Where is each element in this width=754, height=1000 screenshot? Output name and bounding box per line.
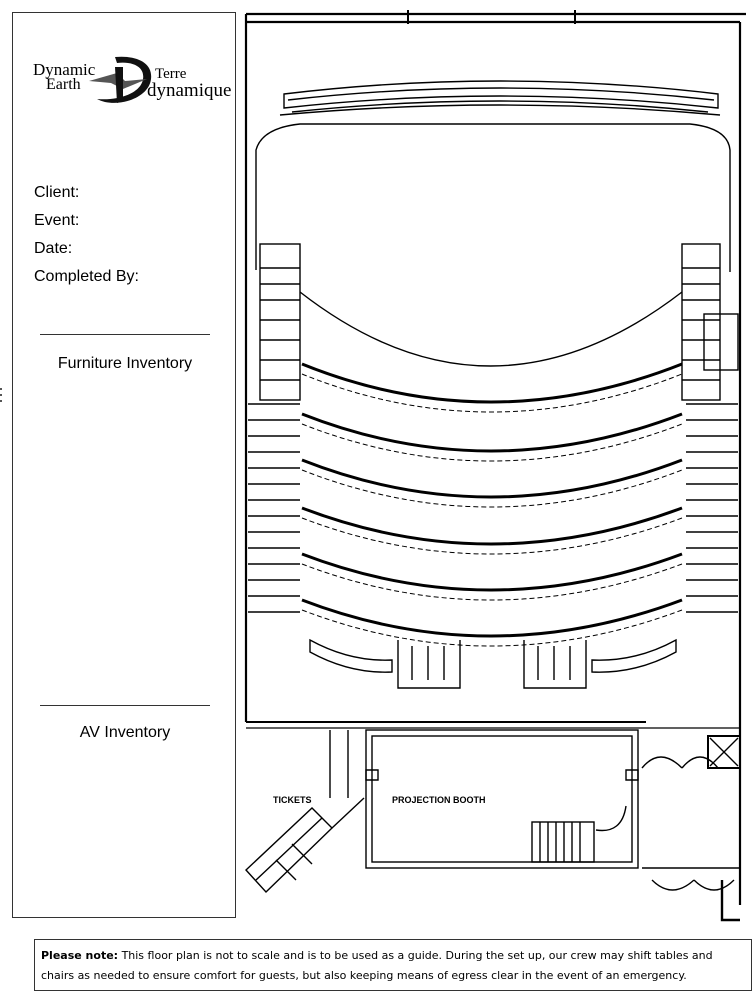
furniture-inventory-heading: Furniture Inventory <box>57 355 193 372</box>
client-label: Client: <box>34 184 80 201</box>
note-prefix: Please note: <box>41 949 119 962</box>
date-label: Date: <box>34 240 73 257</box>
logo-word: dynamique <box>147 80 232 101</box>
logo-word: Terre <box>155 66 187 82</box>
divider <box>40 705 210 706</box>
edge-mark <box>0 388 2 406</box>
theatre-floor-plan: TICKETS PROJECTION BOOTH <box>244 10 746 922</box>
logo-mark-icon <box>89 56 152 103</box>
tickets-label: TICKETS <box>273 795 312 805</box>
logo-word: Dynamic <box>33 60 96 79</box>
completed-by-label: Completed By: <box>34 268 139 285</box>
av-inventory-heading: AV Inventory <box>79 724 171 741</box>
event-fields: Client: Event: Date: Completed By: <box>34 179 139 291</box>
projection-booth-label: PROJECTION BOOTH <box>392 795 486 805</box>
logo-word: Earth <box>46 76 81 93</box>
divider <box>40 334 210 335</box>
disclaimer-note: Please note: This floor plan is not to s… <box>34 939 752 991</box>
dynamic-earth-logo: Dynamic Earth Terre dynamique <box>31 43 231 123</box>
info-panel: Dynamic Earth Terre dynamique Client: Ev… <box>12 12 236 918</box>
event-label: Event: <box>34 212 80 229</box>
note-text: This floor plan is not to scale and is t… <box>41 949 713 982</box>
